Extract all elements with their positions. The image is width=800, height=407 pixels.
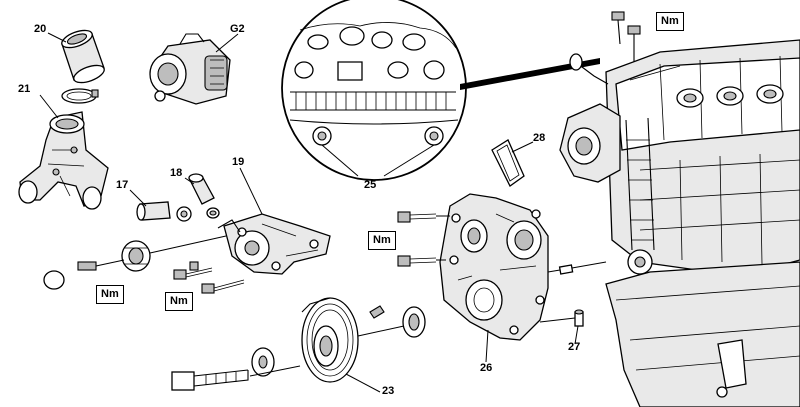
callout-28: 28 (533, 132, 546, 144)
part-23-crank-pulley (301, 297, 359, 383)
callout-G2: G2 (230, 23, 245, 35)
engine-block (559, 39, 800, 277)
part-19-water-pump (217, 213, 331, 275)
callout-17: 17 (116, 179, 129, 191)
callout-25: 25 (364, 179, 377, 191)
oil-pan (605, 261, 800, 407)
torque-label-head-bolts: Nm (656, 12, 684, 31)
part-17-hose (136, 201, 192, 222)
part-G2-sensor (149, 33, 231, 105)
callout-26: 26 (480, 362, 493, 374)
torque-label-pump-bolts: Nm (165, 292, 193, 311)
pump-bolts (173, 261, 245, 294)
callout-23: 23 (382, 385, 395, 397)
part-21-thermostat-housing (18, 111, 109, 210)
torque-label-idler-bolt: Nm (96, 285, 124, 304)
callout-21: 21 (18, 83, 31, 95)
idler-pulley (43, 235, 227, 290)
head-bolts (611, 11, 641, 62)
leader-lines (39, 32, 579, 393)
part-28-gasket (491, 139, 525, 187)
woodruff-key (369, 305, 385, 319)
part-26-timing-cover (439, 193, 549, 341)
callout-20: 20 (34, 23, 47, 35)
part-20-sleeve (61, 29, 105, 84)
torque-label-cover-bolts: Nm (368, 231, 396, 250)
detail-pointer (460, 58, 600, 90)
detail-view-circle (281, 0, 467, 181)
callout-19: 19 (232, 156, 245, 168)
callout-18: 18 (170, 167, 183, 179)
cover-bolts (397, 211, 450, 267)
crank-bolt (171, 347, 301, 391)
part-18-hose (188, 173, 220, 219)
callout-27: 27 (568, 341, 581, 353)
hose-clamp (61, 88, 99, 104)
front-oil-seal (357, 306, 426, 338)
part-27-dowels (539, 261, 607, 327)
